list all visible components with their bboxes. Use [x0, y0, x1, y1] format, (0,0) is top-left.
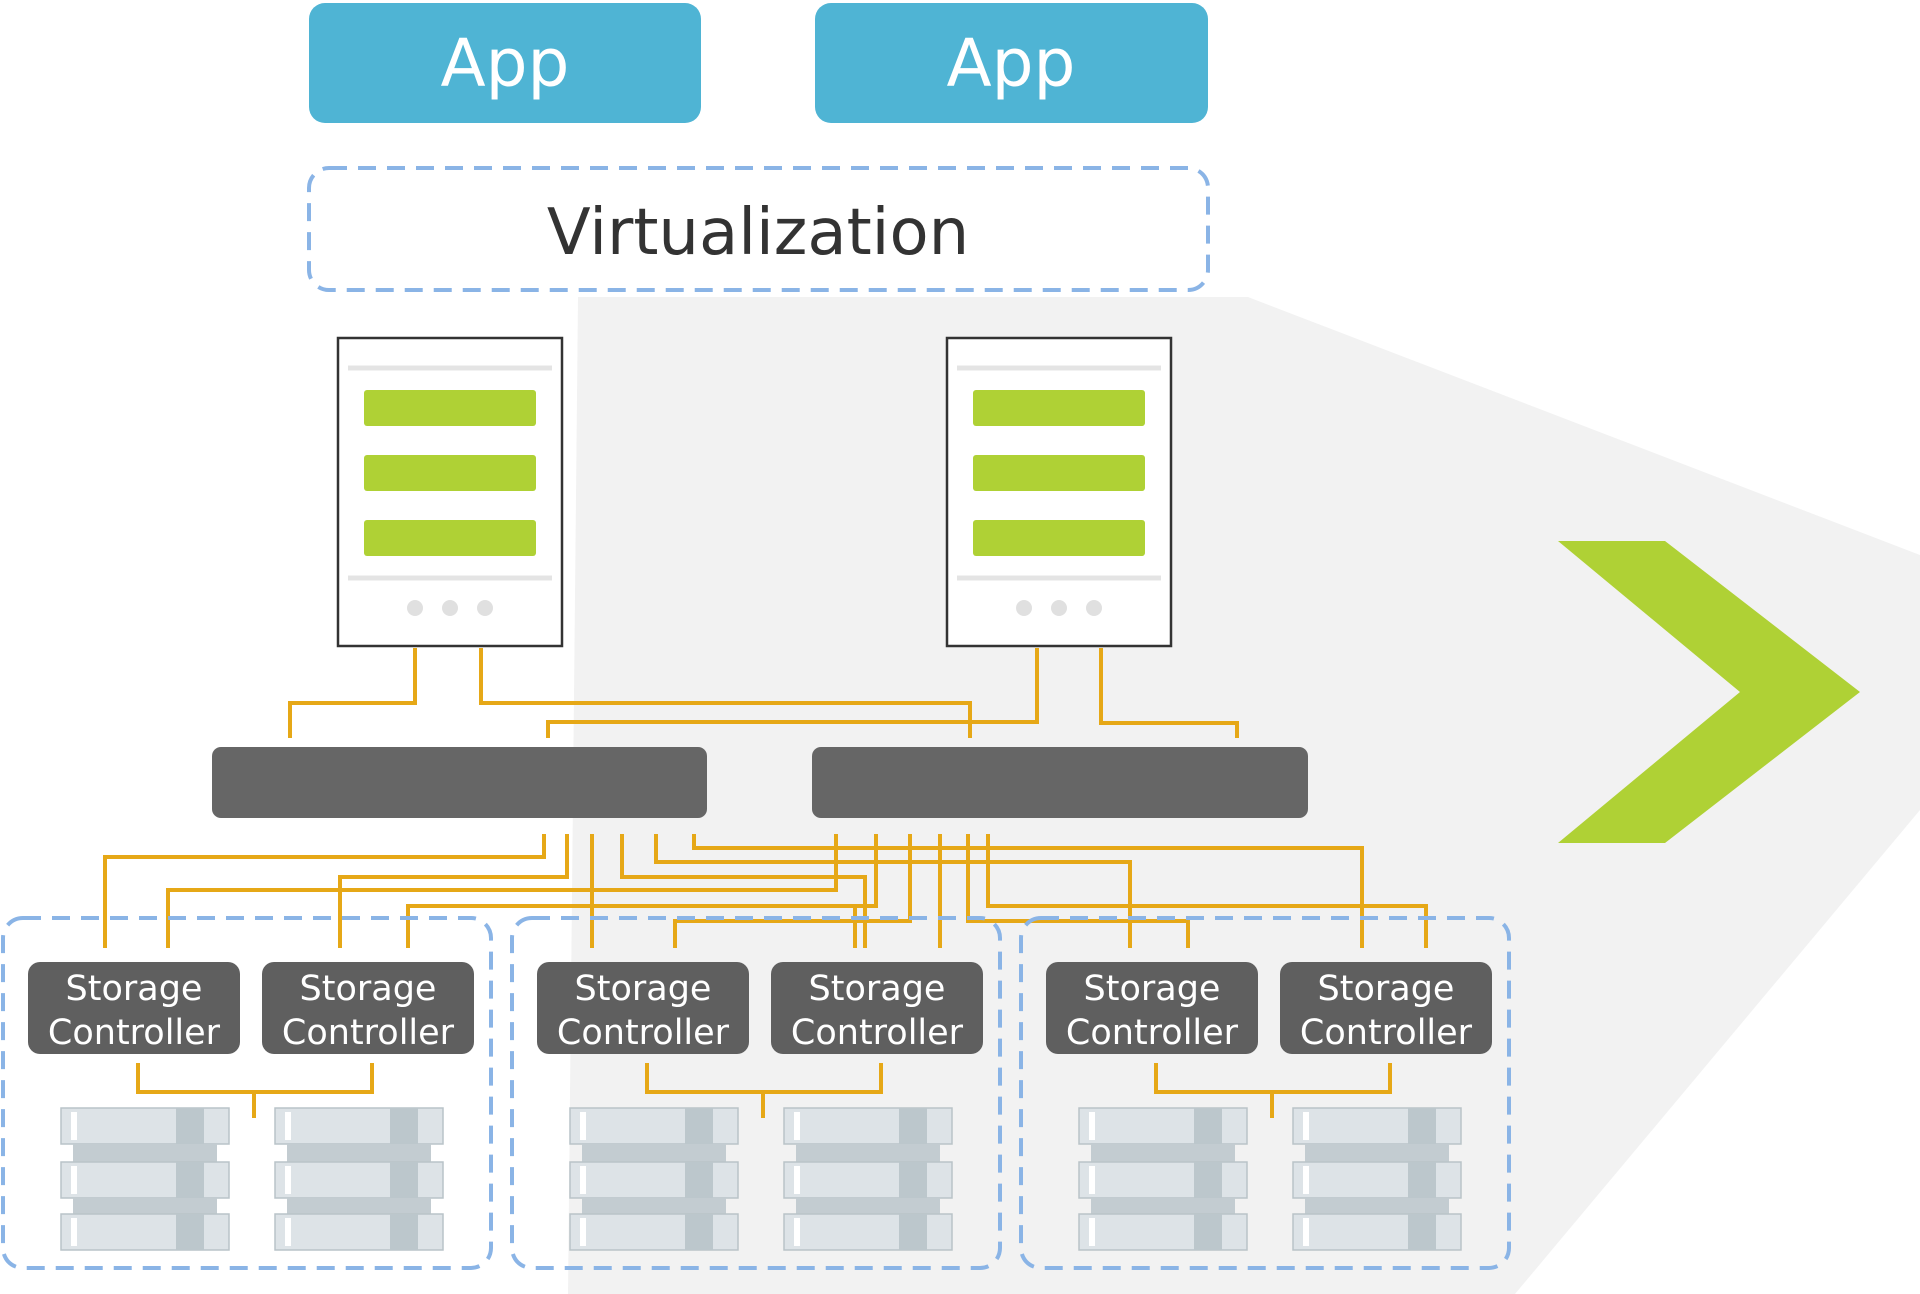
app-label: App — [947, 25, 1076, 102]
server-icon — [336, 336, 564, 648]
server-led — [1051, 600, 1067, 616]
chevron-right-icon — [1558, 541, 1860, 843]
cable — [288, 648, 417, 738]
network-switch-icon — [812, 747, 1308, 818]
server-slot — [364, 520, 536, 556]
storage-controller-label: Storage — [300, 969, 437, 1009]
cable — [966, 834, 1190, 948]
cable — [620, 834, 867, 948]
server-led — [407, 600, 423, 616]
server-slot — [973, 390, 1145, 426]
disk-stack-icon — [274, 1107, 444, 1251]
server-led — [442, 600, 458, 616]
storage-controller-label: Controller — [282, 1013, 455, 1053]
server-slot — [973, 520, 1145, 556]
storage-controller-label: Storage — [575, 969, 712, 1009]
cable — [1099, 648, 1239, 738]
app-box-1: App — [309, 3, 701, 123]
server-slot — [973, 455, 1145, 491]
virtualization-layer: Virtualization — [307, 166, 1210, 292]
storage-controller-label: Controller — [1300, 1013, 1473, 1053]
virtualization-label: Virtualization — [547, 196, 969, 270]
disk-stack-icon — [1292, 1107, 1462, 1251]
cable — [986, 834, 1428, 948]
server-led — [477, 600, 493, 616]
cable — [673, 834, 912, 948]
app-box-2: App — [815, 3, 1208, 123]
cable — [338, 834, 569, 948]
cable — [692, 834, 1364, 948]
cable — [103, 834, 546, 948]
disk-stack-icon — [1078, 1107, 1248, 1251]
storage-controller-label: Controller — [1066, 1013, 1239, 1053]
server-led — [1016, 600, 1032, 616]
storage-controller-label: Storage — [1084, 969, 1221, 1009]
storage-controller-label: Storage — [1318, 969, 1455, 1009]
disk-stack-icon — [60, 1107, 230, 1251]
storage-controller-label: Controller — [48, 1013, 221, 1053]
storage-controller-label: Storage — [66, 969, 203, 1009]
cable — [546, 648, 1039, 738]
cable — [853, 834, 878, 948]
server-slot — [364, 455, 536, 491]
disk-stack-icon — [783, 1107, 953, 1251]
storage-controller-label: Storage — [809, 969, 946, 1009]
server-icon — [945, 336, 1173, 648]
server-slot — [364, 390, 536, 426]
network-switch-icon — [212, 747, 707, 818]
storage-controller-label: Controller — [791, 1013, 964, 1053]
server-led — [1086, 600, 1102, 616]
cable — [136, 1063, 374, 1094]
app-label: App — [441, 25, 570, 102]
storage-controller-label: Controller — [557, 1013, 730, 1053]
disk-stack-icon — [569, 1107, 739, 1251]
